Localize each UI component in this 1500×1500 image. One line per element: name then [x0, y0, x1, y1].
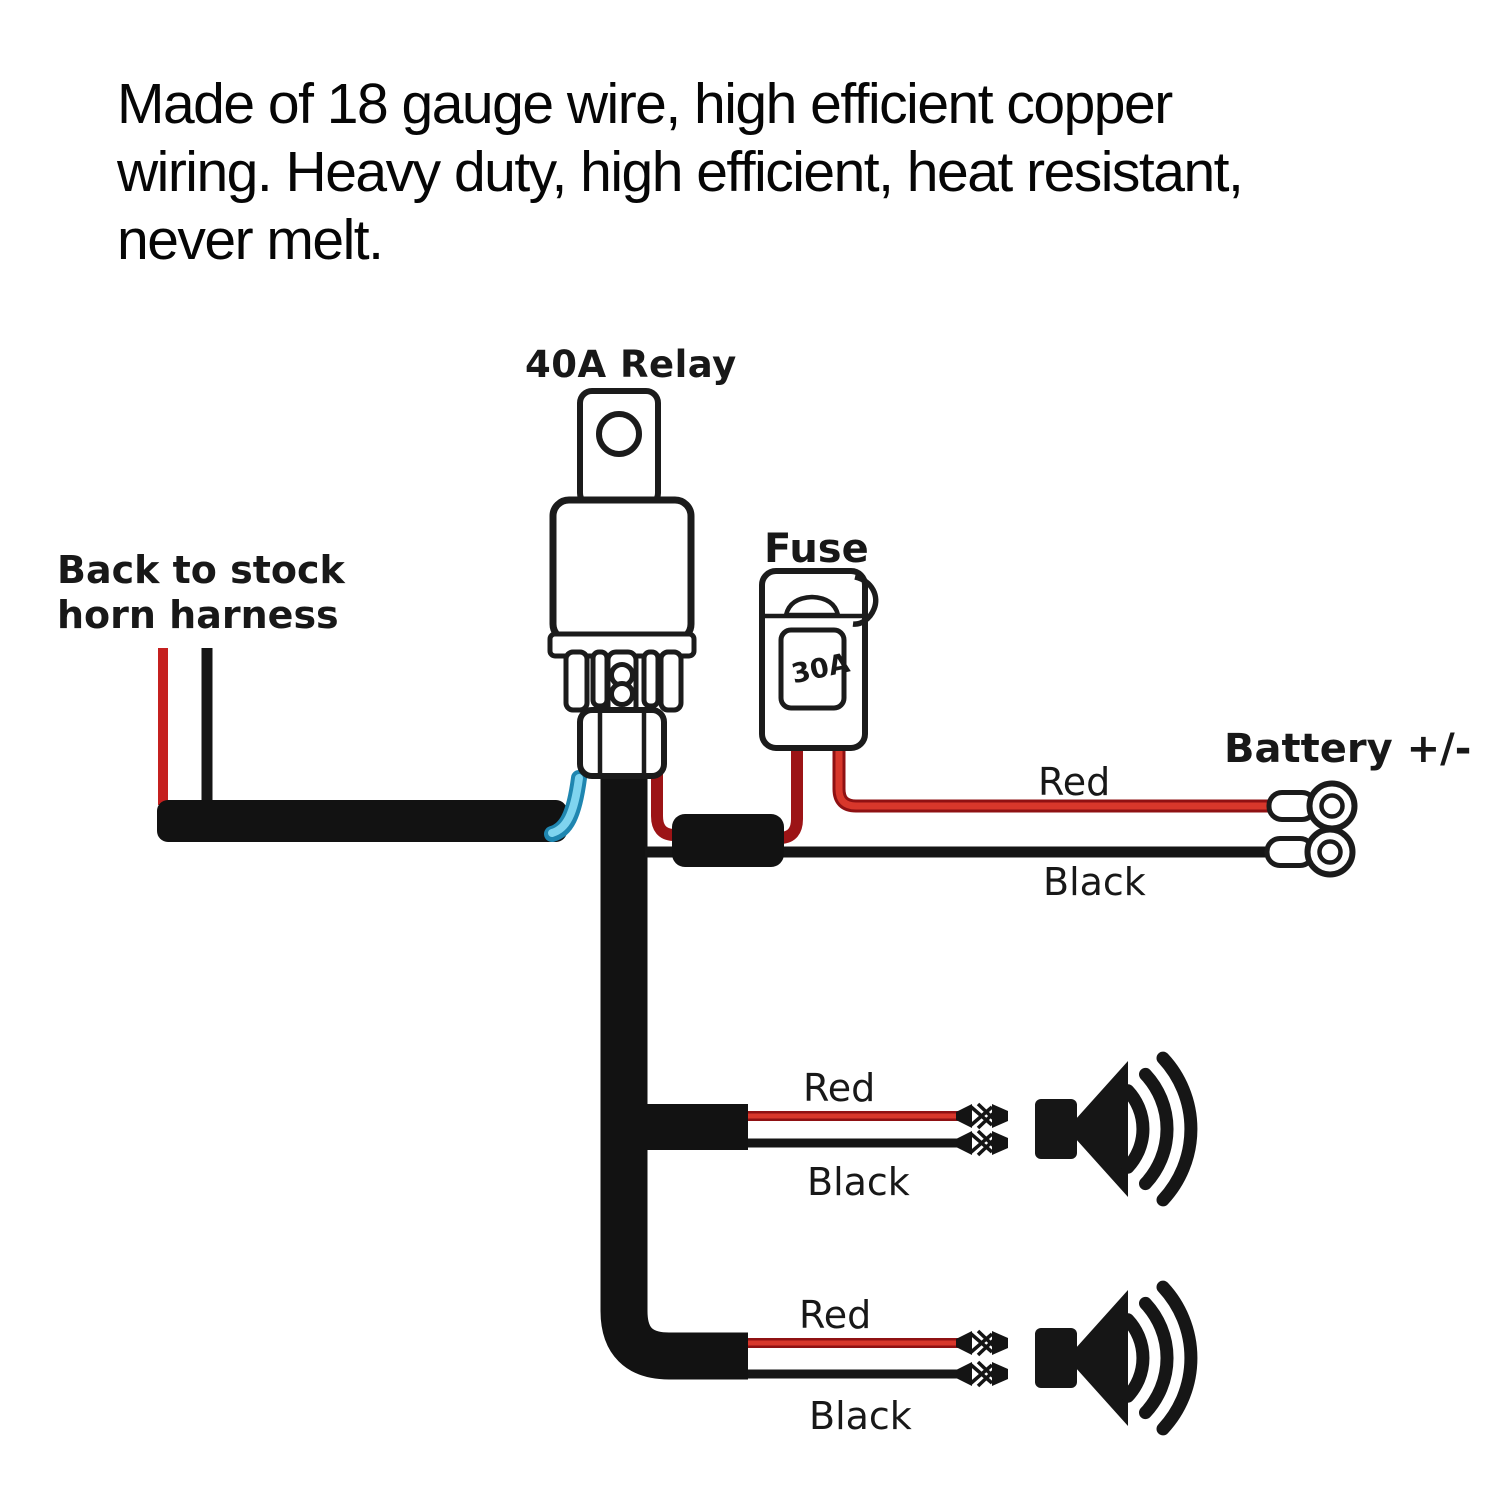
- horn1-speaker-icon: [1035, 1058, 1191, 1200]
- description-line-3: never melt.: [117, 208, 384, 272]
- battery-black-label: Black: [1043, 860, 1146, 904]
- battery-red-wire-core: [835, 748, 1272, 810]
- splice-sleeve: [672, 814, 784, 867]
- relay-socket: [577, 707, 667, 779]
- relay-label: 40A Relay: [525, 343, 737, 386]
- horn2-black-wire-stripped-end: [954, 1360, 1010, 1388]
- horn1-red-wire-stripped-end: [954, 1102, 1010, 1130]
- stock-harness: [157, 648, 567, 842]
- battery-negative-ring-terminal: [1267, 830, 1353, 875]
- horn1-black-label: Black: [807, 1160, 910, 1204]
- relay-pin-4: [658, 649, 684, 713]
- horn-branch-1: [748, 1058, 1191, 1200]
- relay-body: [549, 496, 695, 644]
- harness-label-line1: Back to stock: [57, 548, 346, 592]
- horn2-red-label: Red: [799, 1293, 871, 1337]
- trigger-wire-blue: [544, 770, 587, 842]
- horn1-black-wire-stripped-end: [954, 1129, 1010, 1157]
- horn2-red-wire-stripped-end: [954, 1329, 1010, 1357]
- relay-pin-2: [590, 649, 610, 709]
- main-cable: [600, 770, 748, 1380]
- description-line-2: wiring. Heavy duty, high efficient, heat…: [117, 140, 1244, 204]
- blue-wire-core: [548, 774, 583, 837]
- relay-pin-3: [641, 649, 661, 709]
- fuse-clip: [852, 574, 879, 627]
- battery-red-label: Red: [1038, 760, 1110, 804]
- harness-sheath: [157, 800, 567, 842]
- main-cable-vertical: [600, 770, 748, 1380]
- fuse-window: [778, 627, 847, 711]
- fuse-top-bump: [783, 594, 841, 618]
- description-line-1: Made of 18 gauge wire, high efficient co…: [117, 72, 1173, 136]
- battery-label: Battery +/-: [1224, 726, 1471, 772]
- relay-pin-center-ball-2: [609, 681, 635, 707]
- battery-wiring: [645, 748, 1355, 875]
- description-text: Made of 18 gauge wire, high efficient co…: [117, 70, 1244, 274]
- fuse-holder: 30A: [759, 568, 879, 751]
- horn-branch-2: [748, 1287, 1191, 1429]
- horn2-black-label: Black: [809, 1394, 912, 1438]
- relay: [547, 388, 697, 779]
- fuse-label: Fuse: [764, 526, 869, 572]
- battery-positive-ring-terminal: [1269, 784, 1355, 829]
- relay-mounting-hole: [596, 411, 642, 457]
- relay-pin-1: [563, 649, 590, 713]
- horn2-speaker-icon: [1035, 1287, 1191, 1429]
- horn1-red-label: Red: [803, 1066, 875, 1110]
- harness-label-line2: horn harness: [57, 593, 339, 637]
